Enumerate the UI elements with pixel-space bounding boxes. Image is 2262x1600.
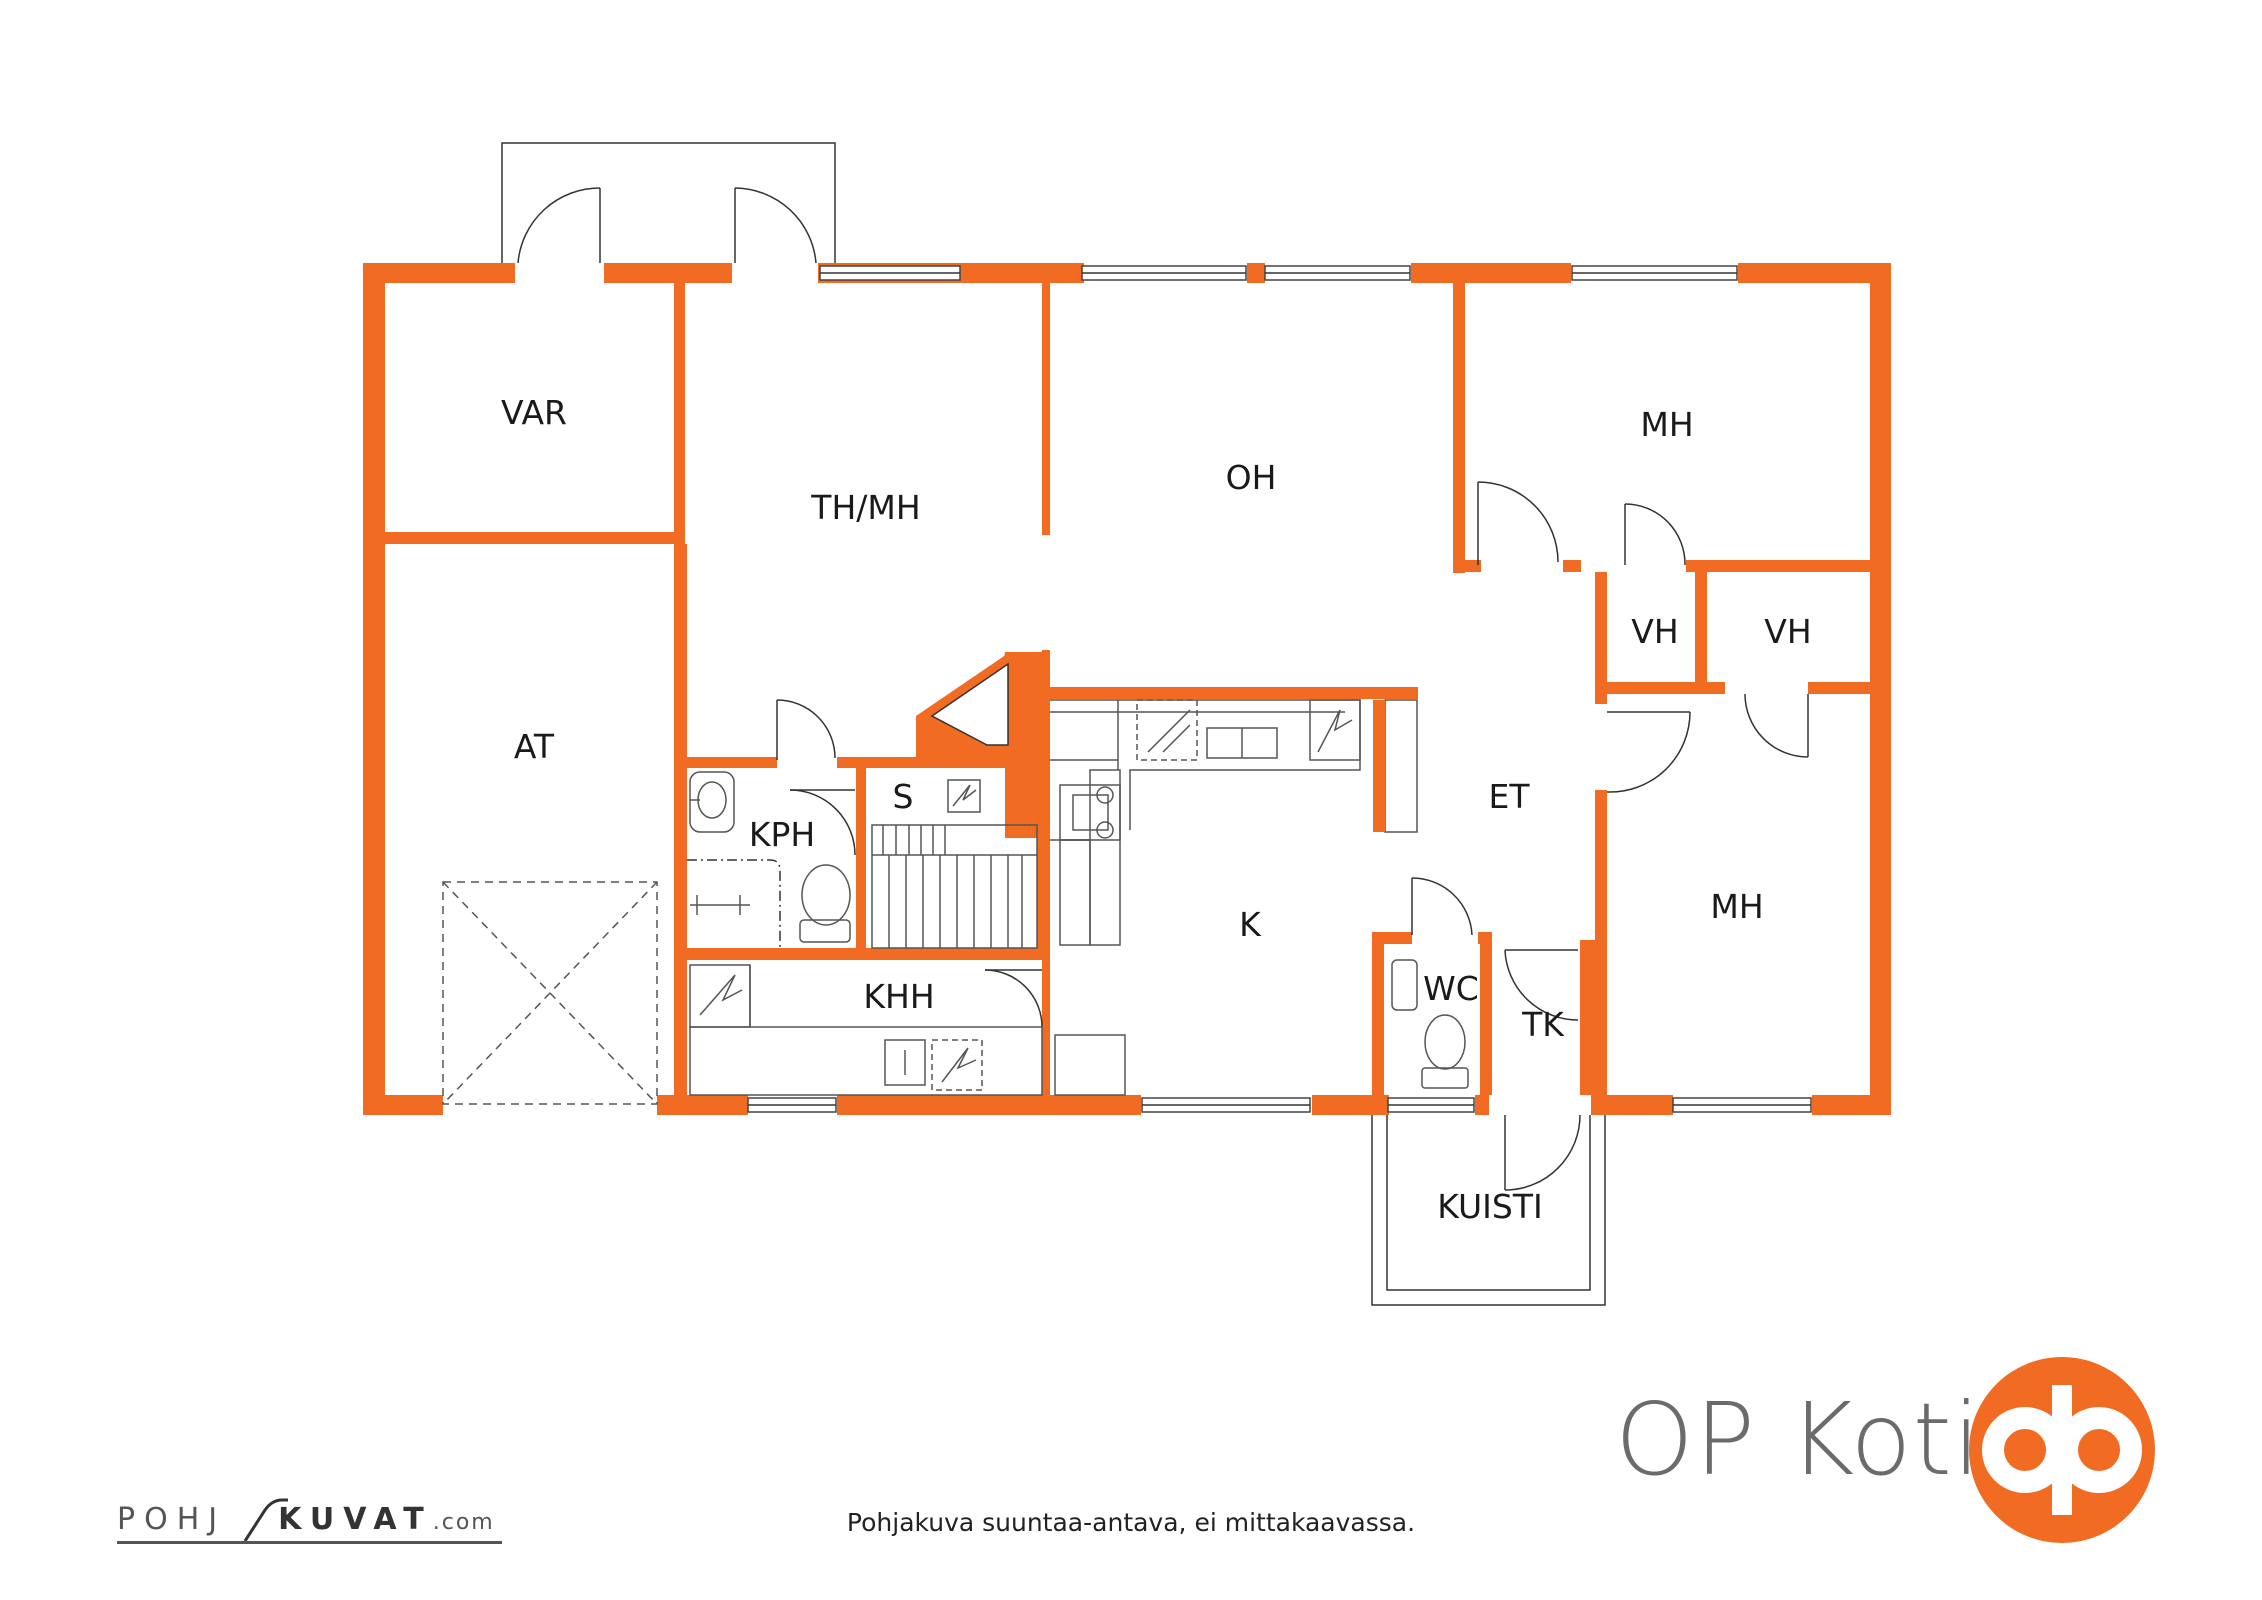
doors xyxy=(776,481,1809,1191)
credit-right: KUVAT xyxy=(278,1502,433,1537)
room-label-th-mh: TH/MH xyxy=(810,488,920,527)
brand-name: OP Koti xyxy=(1615,1381,1982,1498)
credit-underline xyxy=(117,1541,502,1544)
porch xyxy=(1371,1115,1606,1306)
credit-logo: POHJ KUVAT.com xyxy=(117,1502,495,1537)
pohjakuvat-mark-icon xyxy=(243,1498,288,1542)
op-logo-icon xyxy=(1969,1357,2155,1543)
room-label-mh-top: MH xyxy=(1640,405,1693,444)
room-label-at: AT xyxy=(514,727,555,766)
credit-domain: .com xyxy=(432,1510,495,1535)
room-label-vh-right: VH xyxy=(1764,612,1811,651)
room-label-tk: TK xyxy=(1521,1005,1565,1044)
room-label-k: K xyxy=(1239,905,1262,944)
room-label-vh-left: VH xyxy=(1631,612,1678,651)
disclaimer: Pohjakuva suuntaa-antava, ei mittakaavas… xyxy=(846,1508,1416,1537)
balcony xyxy=(501,142,836,264)
walls xyxy=(363,263,1891,1115)
credit-left: POHJ xyxy=(117,1502,227,1537)
room-label-wc: WC xyxy=(1423,969,1479,1008)
room-label-kuisti: KUISTI xyxy=(1437,1187,1542,1226)
fixtures xyxy=(687,699,1469,1096)
room-label-kph: KPH xyxy=(749,815,815,854)
room-labels: VAR TH/MH OH MH VH VH AT KPH S ET K MH K… xyxy=(501,393,1812,1226)
room-label-mh-bottom: MH xyxy=(1710,887,1763,926)
room-label-et: ET xyxy=(1488,777,1530,816)
windows xyxy=(747,265,1812,1113)
room-label-khh: KHH xyxy=(863,977,934,1016)
garage-door xyxy=(442,881,658,1105)
room-label-var: VAR xyxy=(501,393,567,432)
room-label-s: S xyxy=(893,777,914,816)
room-label-oh: OH xyxy=(1226,458,1277,497)
